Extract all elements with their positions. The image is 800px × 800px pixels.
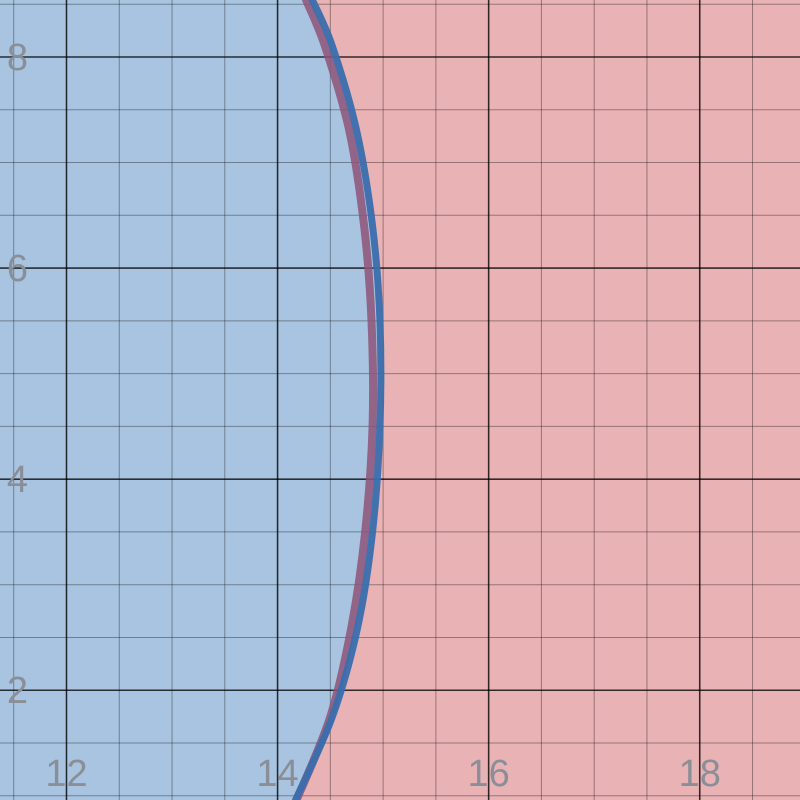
y-tick-label: 4 xyxy=(7,459,28,501)
series-layer xyxy=(292,0,385,800)
x-tick-label: 16 xyxy=(468,753,510,795)
x-tick-label: 18 xyxy=(679,753,721,795)
x-tick-label: 12 xyxy=(45,753,87,795)
tick-label-layer: 12 14 16 18 2 4 6 8 xyxy=(7,37,721,795)
region-left xyxy=(0,0,381,800)
y-tick-label: 6 xyxy=(7,248,28,290)
series-line xyxy=(292,0,378,800)
y-tick-label: 8 xyxy=(7,37,28,79)
y-tick-label: 2 xyxy=(7,670,28,712)
series-line xyxy=(292,0,385,800)
x-tick-label: 14 xyxy=(256,753,298,795)
